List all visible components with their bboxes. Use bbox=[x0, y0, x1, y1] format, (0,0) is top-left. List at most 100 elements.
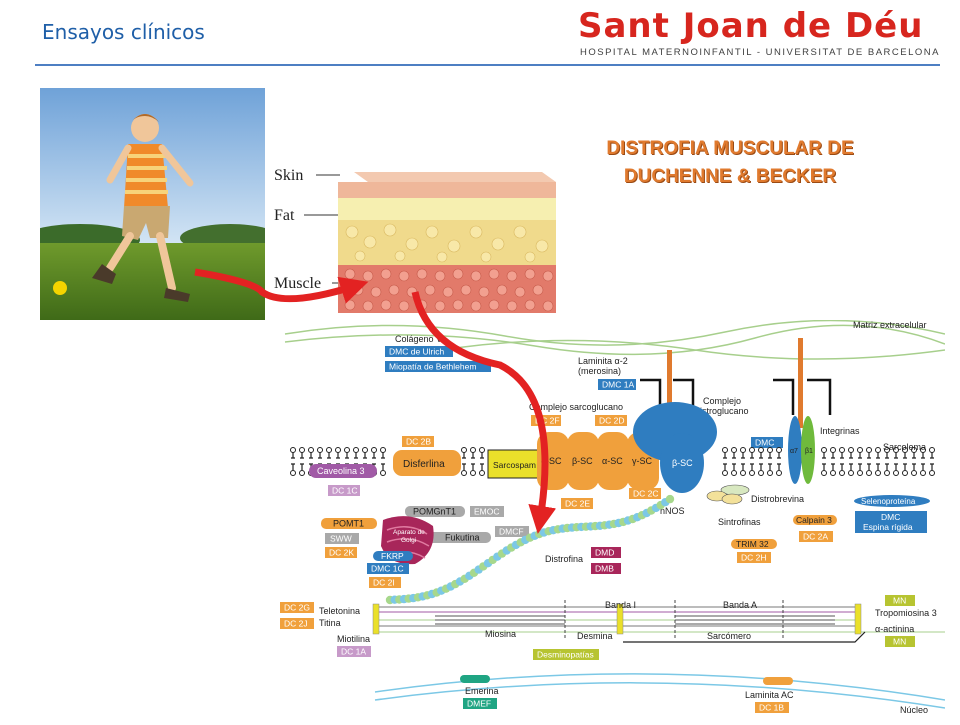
dmd-tag bbox=[591, 547, 621, 558]
bsc-label: β-SC bbox=[572, 456, 593, 466]
fkrp-text: FKRP bbox=[381, 551, 404, 561]
dc1c-text: DC 1C bbox=[332, 486, 358, 496]
nucleo-label: Núcleo bbox=[900, 705, 928, 715]
dc2g-tag bbox=[280, 602, 314, 613]
mn1-text: MN bbox=[893, 596, 906, 606]
muscle-cell-protein-diagram: Matriz extracelular Colágeno VI DMC de U… bbox=[275, 319, 946, 720]
dc1c-tag bbox=[328, 485, 360, 496]
desminopatias-tag bbox=[533, 649, 599, 660]
integrinas-label: Integrinas bbox=[820, 426, 860, 436]
dc2h-tag bbox=[737, 552, 771, 563]
dc2i-tag bbox=[369, 577, 401, 588]
calpain-text: Calpain 3 bbox=[796, 515, 832, 525]
bsc2-label: β-SC bbox=[672, 458, 693, 468]
banda-i-label: Banda I bbox=[605, 600, 636, 610]
dc1a-text: DC 1A bbox=[341, 647, 366, 657]
slide-title-line-2: DUCHENNE & BECKER bbox=[623, 166, 837, 187]
trim32-protein bbox=[731, 539, 777, 549]
asc-label: α-SC bbox=[602, 456, 623, 466]
trim32-text: TRIM 32 bbox=[736, 539, 769, 549]
header-divider bbox=[35, 64, 940, 66]
matriz-label: Matriz extracelular bbox=[853, 320, 927, 330]
emoc-text: EMOC bbox=[474, 507, 500, 517]
gsc-label: γ-SC bbox=[632, 456, 653, 466]
titina-label: Titina bbox=[319, 618, 341, 628]
laminita-label: Laminita α-2 bbox=[578, 356, 628, 366]
muscle-label: Muscle bbox=[274, 275, 321, 292]
a7-label: α7 bbox=[790, 448, 798, 455]
desminopatias-text: Desminopatías bbox=[537, 650, 594, 660]
golgi-text-2: Golgi bbox=[401, 537, 416, 544]
sarcomero-label: Sarcómero bbox=[707, 631, 751, 641]
slide-title: DISTROFIA MUSCULAR DE DUCHENNE & BECKER bbox=[575, 135, 885, 191]
dmc-ulrich-text: DMC de Ulrich bbox=[389, 347, 445, 357]
dystrophin-chain bbox=[385, 494, 675, 605]
sintrofinas-label: Sintrofinas bbox=[718, 517, 761, 527]
dc1b-text: DC 1B bbox=[759, 703, 784, 713]
pomgnt1-text: POMGnT1 bbox=[413, 507, 456, 517]
golgi-text-1: Aparato de bbox=[393, 529, 425, 536]
dc2e-tag bbox=[561, 498, 593, 509]
desmina-label: Desmina bbox=[577, 631, 613, 641]
caveolina-text: Caveolina 3 bbox=[317, 466, 365, 476]
mn2-tag bbox=[885, 636, 915, 647]
calpain-protein bbox=[793, 515, 837, 525]
dc2e-text: DC 2E bbox=[565, 499, 590, 509]
dmef-text: DMEF bbox=[467, 699, 491, 709]
miopatia-text: Miopatía de Bethlehem bbox=[389, 362, 476, 372]
complejo-sarco-label: Complejo sarcoglucano bbox=[529, 402, 623, 412]
mn2-text: MN bbox=[893, 637, 906, 647]
dc2b-text: DC 2B bbox=[406, 437, 431, 447]
dmd-text: DMD bbox=[595, 548, 614, 558]
child-football-photo bbox=[40, 88, 265, 320]
actinina-label: α-actinina bbox=[875, 624, 914, 634]
fat-label: Fat bbox=[274, 207, 295, 224]
mn1-tag bbox=[885, 595, 915, 606]
dmb-tag bbox=[591, 563, 621, 574]
dc1a-tag bbox=[337, 646, 371, 657]
colageno-label: Colágeno VI bbox=[395, 334, 445, 344]
selenoproteina-protein bbox=[854, 495, 930, 507]
dc1b-tag bbox=[755, 702, 789, 713]
logo-name: Sant Joan de Déu bbox=[578, 6, 924, 46]
fukutina-protein bbox=[425, 532, 491, 543]
selenoproteina-text: Selenoproteína bbox=[861, 497, 916, 506]
pomt1-protein bbox=[321, 518, 377, 529]
dc2i-text: DC 2I bbox=[373, 578, 395, 588]
dmc1c-tag bbox=[367, 563, 409, 574]
disferlina-text: Disferlina bbox=[403, 459, 445, 470]
dmc1a-text: DMC 1A bbox=[602, 380, 634, 390]
emerina-label: Emerina bbox=[465, 686, 499, 696]
slide-title-line-1: DISTROFIA MUSCULAR DE bbox=[606, 138, 854, 159]
dmcf-text: DMCF bbox=[499, 527, 524, 537]
myosin-filaments bbox=[435, 615, 835, 625]
dc2h-text: DC 2H bbox=[741, 553, 767, 563]
pomt1-text: POMT1 bbox=[333, 519, 364, 529]
extracellular-matrix-lines bbox=[284, 319, 946, 360]
sarcolema-label: Sarcolema bbox=[883, 442, 926, 452]
dc2c-tag bbox=[629, 488, 661, 499]
hospital-logo: Sant Joan de Déu HOSPITAL MATERNOINFANTI… bbox=[578, 6, 940, 62]
dc2d-text: DC 2D bbox=[599, 416, 625, 426]
dmc-espina-text-1: DMC bbox=[881, 512, 900, 522]
skin-layers-illustration: Skin Fat Muscle bbox=[272, 160, 562, 320]
sww-text: SWW bbox=[330, 534, 352, 544]
nuclear-envelope bbox=[374, 673, 946, 709]
dmc1c-text: DMC 1C bbox=[371, 564, 404, 574]
dmc-espina-tag bbox=[855, 511, 927, 533]
miotilina-label: Miotilina bbox=[337, 634, 370, 644]
banda-a-label: Banda A bbox=[723, 600, 757, 610]
laminita-ac-label: Laminita AC bbox=[745, 690, 794, 700]
dc2f-text: DC 2F bbox=[535, 416, 560, 426]
merosina-label: (merosina) bbox=[578, 366, 621, 376]
logo-subtitle: HOSPITAL MATERNOINFANTIL - UNIVERSITAT D… bbox=[580, 47, 940, 58]
dc2k-text: DC 2K bbox=[329, 548, 354, 558]
dc2a-text: DC 2A bbox=[803, 532, 828, 542]
complejo-distro-label-2: distroglucano bbox=[695, 406, 749, 416]
tropomiosina-label: Tropomiosina 3 bbox=[875, 608, 937, 618]
laminita-ac-protein bbox=[763, 677, 793, 685]
fkrp-protein bbox=[373, 551, 413, 561]
dc2j-tag bbox=[280, 618, 314, 629]
b1-label: β1 bbox=[805, 448, 813, 455]
dmc-integrin-text: DMC bbox=[755, 438, 774, 448]
